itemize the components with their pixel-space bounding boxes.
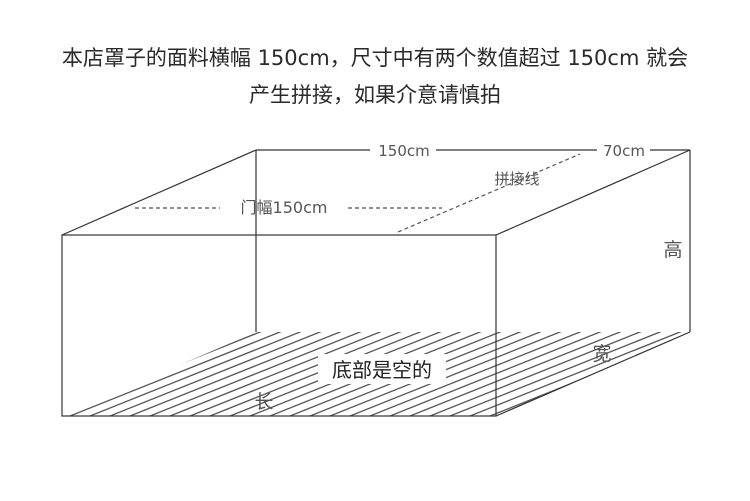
- floor-stripe: [79, 332, 381, 416]
- floor-stripe: [62, 332, 221, 416]
- seam-line: [397, 153, 581, 233]
- notice-line-1: 本店罩子的面料横幅 150cm，尺寸中有两个数值超过 150cm 就会: [61, 46, 689, 70]
- floor-stripe: [299, 332, 601, 416]
- floor-stripe: [399, 332, 690, 416]
- top-width-label: 150cm: [378, 142, 430, 160]
- floor-stripe: [62, 332, 281, 416]
- door-width-label: 门幅150cm: [241, 198, 328, 217]
- floor-stripe: [379, 332, 681, 416]
- floor-stripe: [62, 332, 181, 416]
- floor-stripe: [119, 332, 421, 416]
- top-depth-label: 70cm: [603, 142, 645, 160]
- floor-stripe: [459, 332, 690, 416]
- height-label: 高: [663, 239, 682, 261]
- floor-stripe: [720, 316, 750, 436]
- floor-stripe: [439, 332, 690, 416]
- seam-label: 拼接线: [494, 170, 539, 188]
- floor-stripe: [62, 332, 301, 416]
- floor-stripe: [579, 332, 690, 416]
- length-label: 长: [254, 391, 273, 413]
- top-right-depth-edge: [495, 149, 691, 236]
- front-face: [61, 234, 497, 417]
- floor-stripe: [679, 332, 690, 416]
- floor-stripe: [62, 332, 161, 416]
- floor-stripe: [419, 332, 690, 416]
- floor-stripe: [62, 332, 121, 416]
- floor-stripe: [0, 316, 20, 436]
- bottom-right-depth-edge: [495, 331, 691, 417]
- notice-line-2: 产生拼接，如果介意请慎拍: [249, 83, 501, 107]
- floor-stripe: [62, 332, 321, 416]
- floor-stripe: [62, 332, 361, 416]
- width-label: 宽: [592, 343, 611, 365]
- floor-stripe: [159, 332, 461, 416]
- notice-text: 本店罩子的面料横幅 150cm，尺寸中有两个数值超过 150cm 就会 产生拼接…: [0, 40, 750, 114]
- floor-stripe: [499, 332, 690, 416]
- floor-stripe: [139, 332, 441, 416]
- label-backing: [318, 354, 446, 384]
- label-backing: [597, 140, 650, 160]
- floor-stripe: [0, 316, 40, 436]
- floor-stripe: [99, 332, 401, 416]
- top-left-depth-edge: [61, 149, 257, 236]
- floor-stripe: [339, 332, 641, 416]
- floor-stripe: [62, 332, 341, 416]
- floor-stripe: [319, 332, 621, 416]
- label-backing: [370, 140, 436, 160]
- floor-stripe: [0, 316, 60, 436]
- bottom-open-label: 底部是空的: [332, 358, 432, 382]
- floor-stripe: [62, 332, 261, 416]
- floor-stripe: [62, 332, 241, 416]
- floor-stripe: [62, 332, 101, 416]
- floor-stripe: [62, 332, 81, 416]
- floor-stripe: [62, 332, 141, 416]
- floor-stripe: [359, 332, 661, 416]
- floor-stripe: [700, 316, 750, 436]
- floor-stripe: [740, 316, 750, 436]
